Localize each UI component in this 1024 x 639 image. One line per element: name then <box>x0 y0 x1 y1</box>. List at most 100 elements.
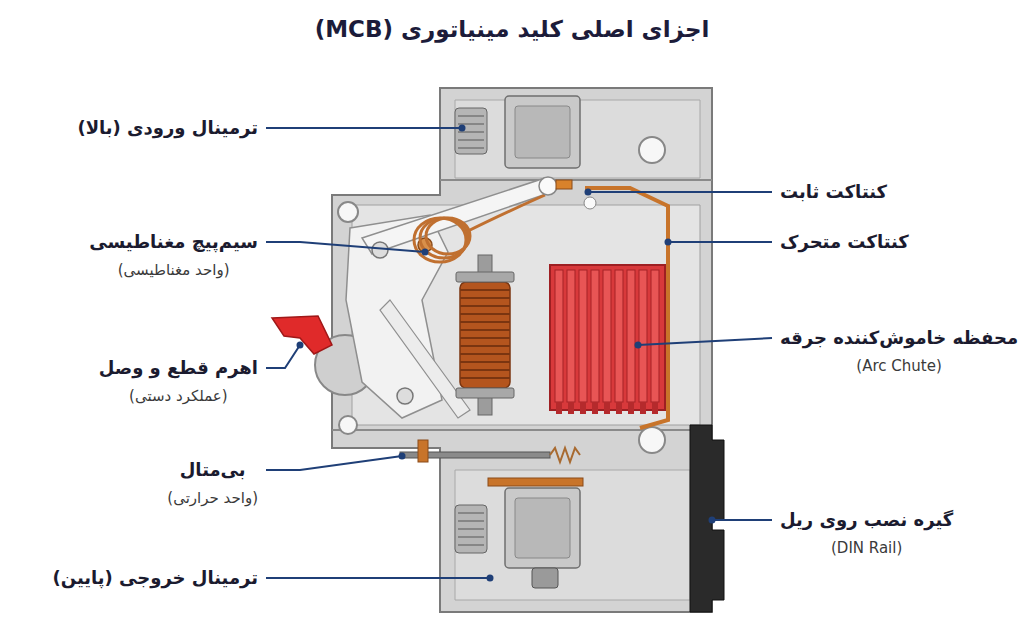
illustration-part <box>297 342 304 349</box>
illustration-part <box>505 96 580 168</box>
leader-line <box>585 188 668 428</box>
illustration-part <box>458 513 484 545</box>
leader-line <box>458 544 484 546</box>
part-sublabel: (واحد حرارتی) <box>167 488 258 508</box>
leader-line <box>458 139 484 141</box>
part-label: گیره نصب روی ریل <box>780 508 953 532</box>
illustration-part <box>399 453 406 460</box>
leader-line <box>460 369 510 371</box>
callout-group: محفظه خاموش‌کننده جرقه (Arc Chute) <box>780 326 1018 376</box>
illustration-part <box>455 505 487 553</box>
part-label: ترمینال ورودی (بالا) <box>77 116 258 140</box>
illustration-part <box>515 498 570 558</box>
illustration-part <box>487 575 494 582</box>
leader-line <box>460 361 510 363</box>
leader-line <box>668 241 772 243</box>
part-sublabel: (DIN Rail) <box>831 538 902 558</box>
leader-line <box>332 429 690 431</box>
illustration-part <box>372 242 388 258</box>
illustration-part <box>332 88 712 612</box>
illustration-part <box>455 470 690 600</box>
leader-line <box>458 147 484 149</box>
illustration-part <box>362 178 552 254</box>
leader-line <box>458 536 484 538</box>
callout-group: کنتاکت ثابت <box>780 180 887 204</box>
leader-line <box>460 337 510 339</box>
illustration-part <box>635 342 642 349</box>
leader-line <box>460 305 510 307</box>
leader-line <box>266 345 300 368</box>
illustration-part <box>422 249 429 256</box>
part-label: اهرم قطع و وصل <box>99 356 258 380</box>
leader-line <box>712 519 772 521</box>
illustration-part <box>690 425 724 612</box>
illustration-part <box>615 270 623 402</box>
leader-line <box>266 242 425 252</box>
part-sublabel: (Arc Chute) <box>856 356 941 376</box>
illustration-part <box>604 402 610 414</box>
callout-group: سیم‌پیچ مغناطیسی(واحد مغناطیسی) <box>89 230 258 280</box>
part-label: محفظه خاموش‌کننده جرقه <box>780 326 1018 350</box>
leader-line <box>460 321 510 323</box>
illustration-part <box>709 517 716 524</box>
callout-group: ترمینال ورودی (بالا) <box>77 116 258 140</box>
leader-line <box>460 353 510 355</box>
illustration-part <box>380 300 470 418</box>
illustration-part <box>592 402 598 414</box>
illustration-part <box>460 282 510 388</box>
leader-line <box>266 456 402 470</box>
illustration-part <box>297 125 716 582</box>
leader-line <box>440 179 712 181</box>
illustration-part <box>550 448 580 462</box>
part-sublabel: (عملکرد دستی) <box>129 386 228 406</box>
illustration-part <box>556 180 572 189</box>
leader-line <box>460 289 510 291</box>
leader-line <box>460 345 510 347</box>
illustration-part <box>639 137 665 163</box>
illustration-part <box>651 270 659 402</box>
illustration-part <box>272 316 332 354</box>
part-label: ترمینال خروجی (پایین) <box>52 566 258 590</box>
callout-group: بی‌متال (واحد حرارتی) <box>167 458 258 508</box>
illustration-part <box>640 402 646 414</box>
part-label: سیم‌پیچ مغناطیسی <box>89 230 258 254</box>
illustration-part <box>418 440 428 462</box>
illustration-part <box>639 427 665 453</box>
illustration-part <box>339 416 357 434</box>
leader-line <box>266 127 462 129</box>
illustration-part <box>414 195 545 262</box>
illustration-part <box>555 270 659 402</box>
callout-group: ترمینال خروجی (پایین) <box>52 566 258 590</box>
illustration-part <box>639 270 647 402</box>
illustration-part <box>456 388 514 398</box>
part-label: کنتاکت متحرک <box>780 230 909 254</box>
illustration-part <box>488 478 583 486</box>
illustration-part <box>556 402 562 414</box>
illustration-part <box>397 388 413 404</box>
illustration-part <box>556 402 658 414</box>
illustration-part <box>515 106 570 158</box>
illustration-part <box>584 197 596 209</box>
part-label: بی‌متال <box>180 458 246 482</box>
illustration-part <box>579 270 587 402</box>
leader-line <box>460 313 510 315</box>
callout-group: اهرم قطع و وصل (عملکرد دستی) <box>99 356 258 406</box>
illustration-part <box>459 125 466 132</box>
callout-group: کنتاکت متحرک <box>780 230 909 254</box>
illustration-part <box>627 270 635 402</box>
leader-line <box>460 297 510 299</box>
illustration-part <box>539 177 557 195</box>
illustration-part <box>550 265 665 410</box>
illustration-part <box>426 218 470 254</box>
illustration-part <box>456 272 514 282</box>
leader-line <box>458 528 484 530</box>
illustration-part <box>466 195 545 232</box>
illustration-part <box>266 128 772 578</box>
illustration-part <box>458 116 484 148</box>
illustration-part <box>532 568 558 588</box>
illustration-part <box>460 290 510 378</box>
diagram-title: اجزای اصلی کلید مینیاتوری (MCB) <box>0 12 1024 46</box>
illustration-part <box>580 402 586 414</box>
illustration-part <box>585 189 592 196</box>
